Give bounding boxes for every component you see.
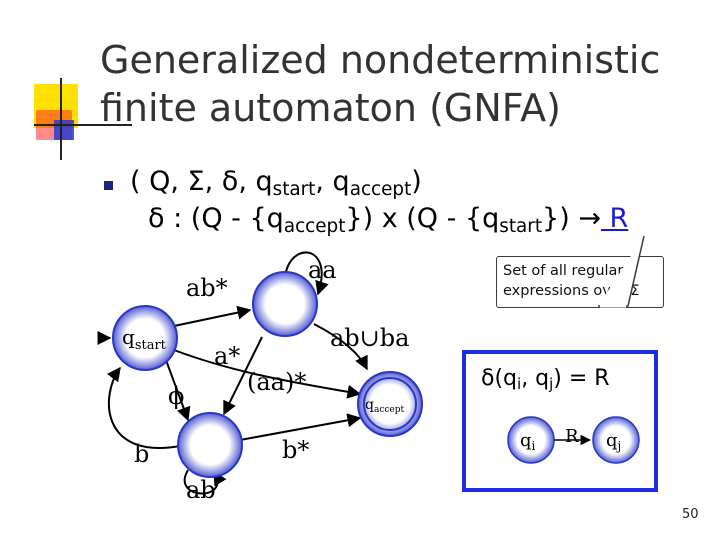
label-aa: aa [308,256,337,284]
label-ab-star: ab* [186,274,228,302]
state-bottom-node [178,413,242,477]
callout-pointer [598,236,644,306]
label-phi: ϕ [168,382,184,410]
label-a-star: a* [214,342,240,370]
label-ab: ab [186,476,216,504]
label-aa-star: (aa)* [247,368,306,396]
label-ab-union-ba: ab∪ba [330,324,409,352]
label-b-star: b* [282,436,309,464]
inset-edge-label: R [565,426,579,447]
page-number: 50 [682,507,699,522]
edge-start-to-top [174,310,250,326]
label-b: b [134,440,149,468]
